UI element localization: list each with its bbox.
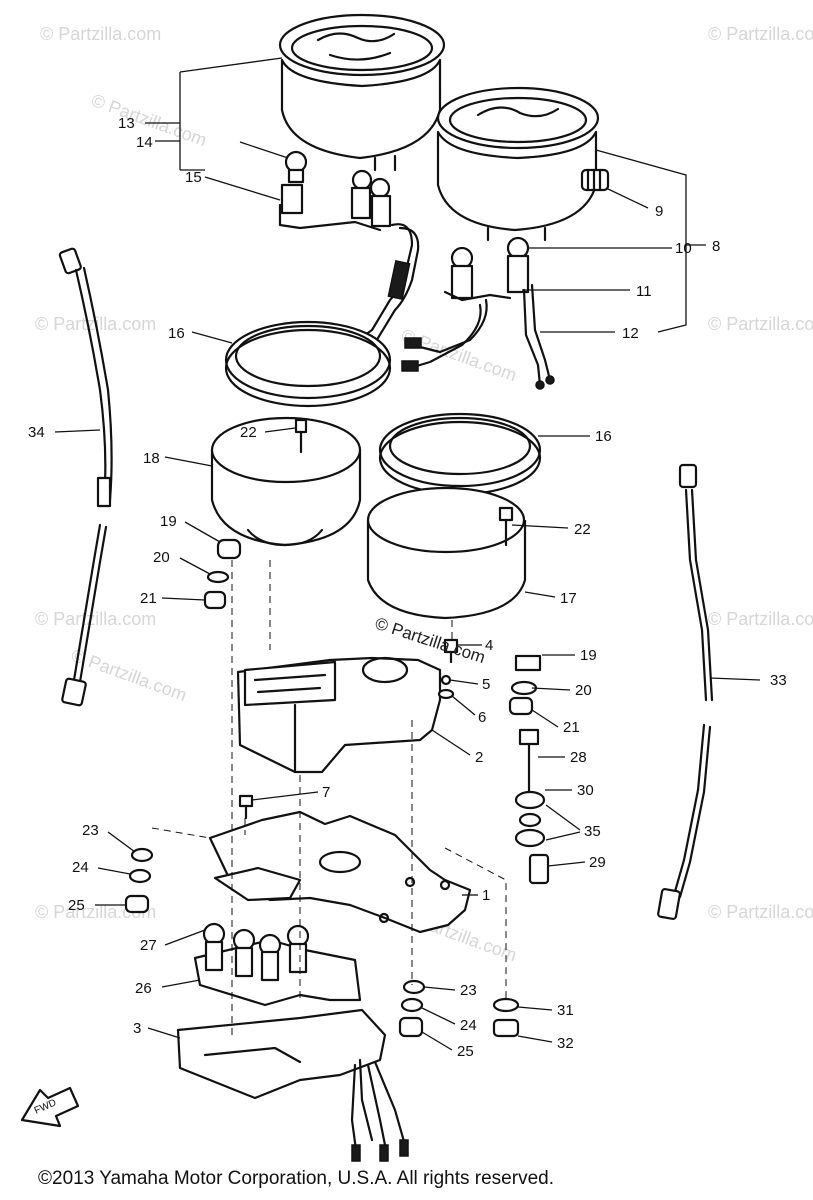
callout-25-right: 25 (457, 1043, 474, 1060)
copyright-notice: ©2013 Yamaha Motor Corporation, U.S.A. A… (38, 1168, 554, 1189)
callout-17: 17 (560, 590, 577, 607)
indicator-holder-26 (193, 922, 362, 1007)
case-18 (210, 416, 362, 547)
watermark: © Partzilla.com (708, 609, 813, 629)
callout-5: 5 (482, 676, 490, 693)
callout-27: 27 (140, 937, 157, 954)
watermark: © Partzilla.com (40, 24, 161, 44)
callout-31: 31 (557, 1002, 574, 1019)
watermark: © Partzilla.com (708, 24, 813, 44)
callout-1: 1 (482, 887, 490, 904)
watermark: © Partzilla.com (399, 325, 520, 385)
callout-34: 34 (28, 424, 45, 441)
watermark: © Partzilla.com (708, 902, 813, 922)
socket-harness-11 (401, 236, 530, 372)
bezel-16-right (378, 412, 542, 496)
callout-16-left: 16 (168, 325, 185, 342)
callout-19-left: 19 (160, 513, 177, 530)
fwd-arrow-icon: FWD (20, 1086, 80, 1128)
watermark: © Partzilla.com (35, 609, 156, 629)
callout-22-right: 22 (574, 521, 591, 538)
callout-21-left: 21 (140, 590, 157, 607)
callout-8: 8 (712, 238, 720, 255)
bracket-3 (176, 1008, 409, 1162)
callout-33: 33 (770, 672, 787, 689)
leader-lines (54, 57, 761, 1051)
grommet-stack-right (508, 654, 542, 716)
callout-29: 29 (589, 854, 606, 871)
washer-31 (492, 997, 520, 1013)
callout-32: 32 (557, 1035, 574, 1052)
callout-35: 35 (584, 823, 601, 840)
bezel-16-left (224, 320, 392, 408)
callout-7: 7 (322, 784, 330, 801)
bolt-28 (518, 728, 540, 797)
callout-20-right: 20 (575, 682, 592, 699)
callout-21-right: 21 (563, 719, 580, 736)
bracket-2 (236, 656, 442, 774)
grommet-stack-left (203, 538, 242, 610)
callout-6: 6 (478, 709, 486, 726)
wire-12 (522, 283, 555, 390)
callout-2: 2 (475, 749, 483, 766)
callout-13: 13 (118, 115, 135, 132)
callout-24-left: 24 (72, 859, 89, 876)
callout-labels: 13 14 15 9 10 8 11 12 16 16 34 22 18 19 … (28, 115, 787, 1060)
nut-6 (437, 688, 455, 700)
screw-22-left (294, 418, 308, 454)
callout-10: 10 (675, 240, 692, 257)
bulb-14 (284, 150, 308, 184)
callout-18: 18 (143, 450, 160, 467)
tachometer-cable-33 (657, 463, 714, 920)
callout-3: 3 (133, 1020, 141, 1037)
screw-22-right (498, 506, 514, 547)
callout-15: 15 (185, 169, 202, 186)
callout-28: 28 (570, 749, 587, 766)
screw-7 (238, 794, 254, 820)
callout-25-left: 25 (68, 897, 85, 914)
callout-14: 14 (136, 134, 153, 151)
callout-23-left: 23 (82, 822, 99, 839)
callout-26: 26 (135, 980, 152, 997)
speedometer-cable-34 (58, 247, 113, 707)
assembly-lines (151, 560, 507, 1035)
rubbers-30-35 (514, 790, 546, 848)
washer-5 (440, 674, 452, 686)
watermark: © Partzilla.com (708, 314, 813, 334)
callout-11: 11 (636, 283, 652, 300)
callout-19-right: 19 (580, 647, 597, 664)
callout-9: 9 (655, 203, 663, 220)
callout-22-left: 22 (240, 424, 257, 441)
callout-4: 4 (485, 637, 493, 654)
callout-30: 30 (577, 782, 594, 799)
watermark: © Partzilla.com (69, 645, 190, 705)
callout-12: 12 (622, 325, 639, 342)
screw-4 (443, 638, 459, 664)
callout-23-right: 23 (460, 982, 477, 999)
callout-16-right: 16 (595, 428, 612, 445)
socket-harness-15 (278, 169, 420, 352)
left-meter-body (278, 13, 446, 172)
collar-29 (528, 853, 550, 885)
mount-stack-right (398, 979, 426, 1038)
nut-32 (492, 1018, 520, 1038)
mount-stack-left (124, 847, 154, 914)
right-meter-body (436, 86, 610, 242)
case-17 (366, 486, 527, 620)
callout-20-left: 20 (153, 549, 170, 566)
plate-1 (208, 810, 472, 934)
callout-24-right: 24 (460, 1017, 477, 1034)
